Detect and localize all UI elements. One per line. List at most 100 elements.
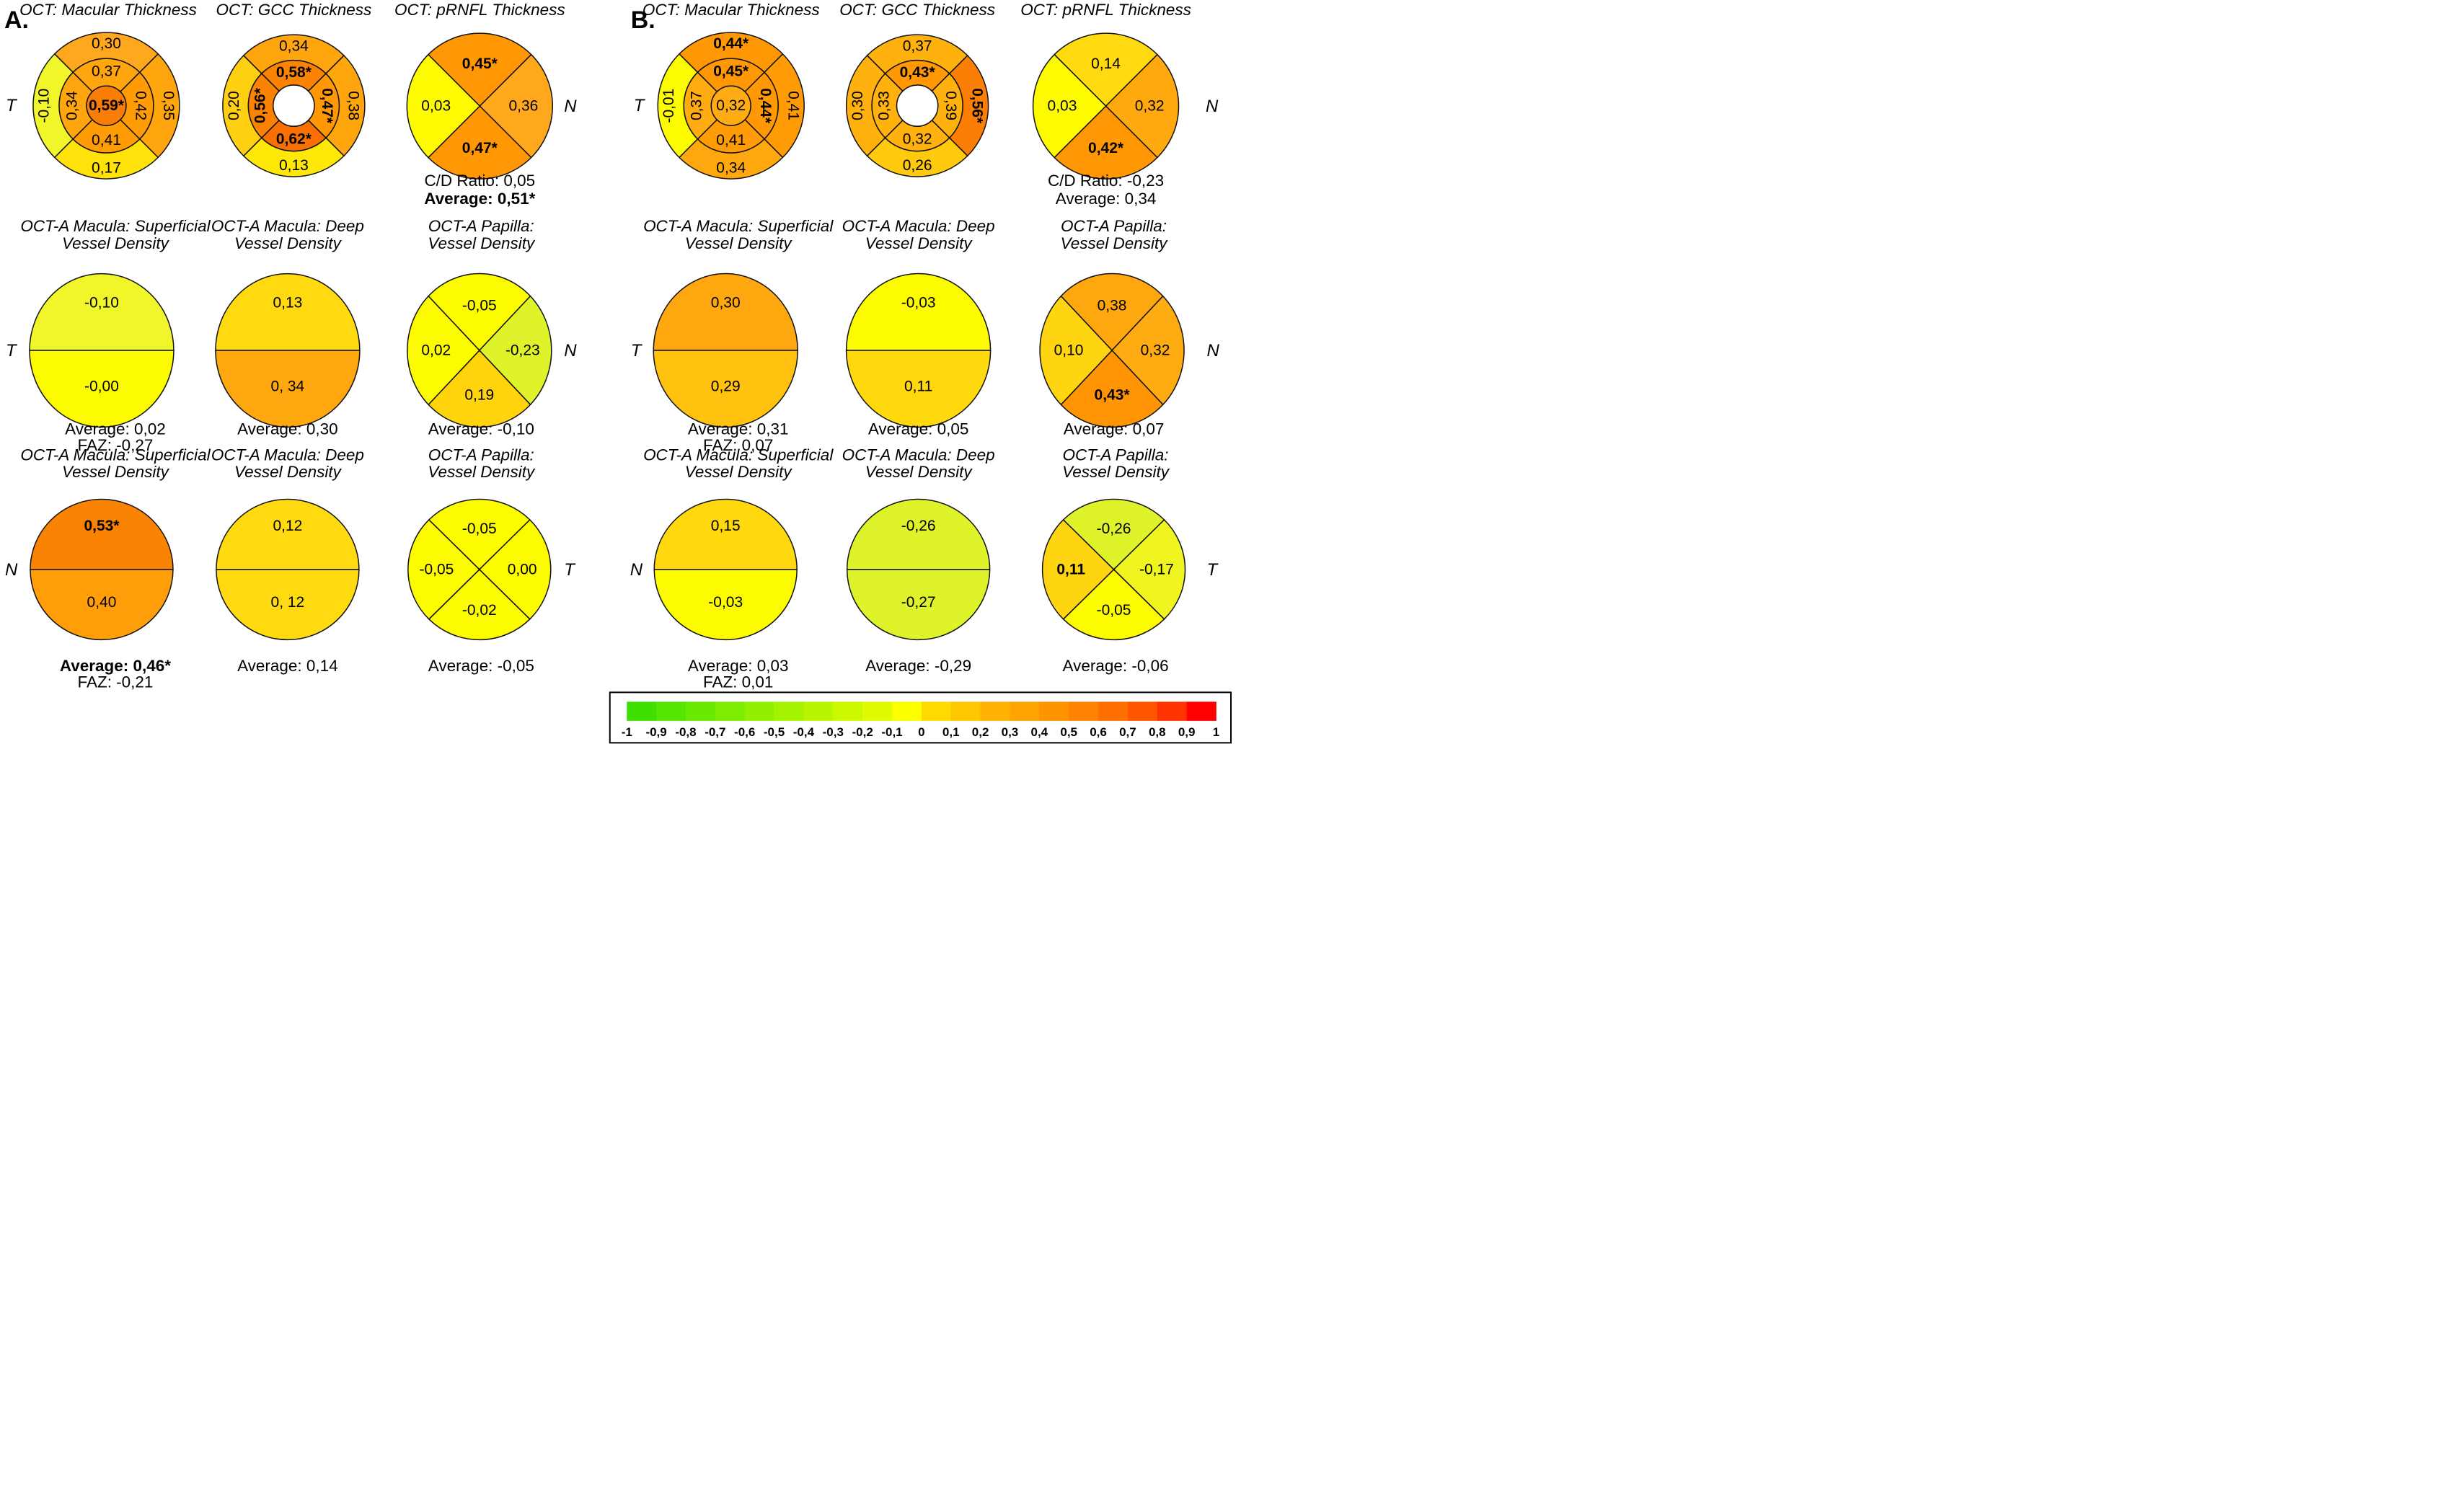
b-octa-papilla-vd-2-value-right: -0,17 [1139, 561, 1174, 577]
a-octa-papilla-vd-1-value-bottom: 0,19 [464, 386, 494, 403]
a-octa-macula-deep-vd-1-value-bottom: 0, 34 [271, 378, 305, 395]
b-oct-prnfl-thickness-sector-right [1105, 53, 1180, 159]
a-octa-papilla-vd-2-title-line1: OCT-A Papilla: [428, 446, 534, 464]
b-octa-macula-deep-vd-1-value-bottom: 0,11 [904, 378, 932, 395]
a-oct-prnfl-thickness-title-line1: OCT: pRNFL Thickness [394, 1, 565, 19]
a-octa-macula-deep-vd-1-title-line1: OCT-A Macula: Deep [211, 217, 364, 235]
b-oct-macular-thickness-value-outer-bottom: 0,34 [716, 159, 746, 176]
colorbar-tick-1: 1 [1213, 725, 1219, 739]
a-octa-macula-superficial-vd-2-value-top: 0,53* [84, 518, 120, 534]
colorbar-segment-4 [715, 701, 745, 721]
a-octa-macula-superficial-vd-1-sector-top [29, 273, 175, 351]
b-oct-macular-thickness-value-outer-right: 0,41 [785, 91, 801, 120]
b-oct-gcc-thickness-value-outer-bottom: 0,26 [903, 157, 932, 174]
b-octa-macula-deep-vd-1-sector-bottom [845, 350, 992, 428]
a-octa-papilla-vd-2-value-right: 0,00 [508, 561, 537, 577]
a-octa-macula-deep-vd-1-caption-1: Average: 0,30 [237, 420, 338, 438]
b-octa-macula-superficial-vd-1-title-line1: OCT-A Macula: Superficial [643, 217, 834, 235]
b-octa-papilla-vd-2-value-bottom: -0,05 [1097, 602, 1131, 619]
b-oct-gcc-thickness-value-inner-left: 0,33 [875, 91, 892, 120]
a-octa-macula-deep-vd-1-title-line2: Vessel Density [234, 234, 343, 252]
a-octa-papilla-vd-2-value-bottom: -0,02 [462, 602, 497, 619]
a-oct-macular-thickness-value-outer-bottom: 0,17 [92, 159, 121, 176]
b-octa-papilla-vd-2-sector-bottom [1062, 568, 1165, 641]
b-octa-macula-superficial-vd-2-sector-bottom [653, 569, 798, 641]
b-octa-macula-deep-vd-1-sector-top [845, 273, 992, 351]
b-octa-macula-superficial-vd-2-value-top: 0,15 [711, 518, 741, 534]
b-octa-papilla-vd-1-title-line1: OCT-A Papilla: [1061, 217, 1167, 235]
a-oct-gcc-thickness-value-inner-right: 0,47* [319, 88, 335, 124]
a-octa-macula-superficial-vd-1-sector-bottom [29, 350, 175, 428]
b-octa-macula-superficial-vd-2-orientation-label-left: N [630, 560, 643, 580]
a-octa-papilla-vd-2-orientation-label-right: T [564, 560, 576, 580]
a-octa-macula-superficial-vd-2-title-line1: OCT-A Macula: Superficial [20, 446, 211, 464]
b-oct-prnfl-thickness-sector-bottom [1054, 105, 1159, 180]
b-oct-macular-thickness-orientation-label-left: T [634, 96, 646, 115]
a-octa-papilla-vd-2-sector-top [428, 498, 531, 570]
colorbar-segment-9 [862, 701, 893, 721]
b-octa-macula-superficial-vd-2-sector-top [653, 498, 798, 570]
b-octa-papilla-vd-2-value-top: -0,26 [1097, 521, 1131, 537]
colorbar-tick-0,4: 0,4 [1031, 725, 1048, 739]
a-oct-gcc-thickness-center-hole [273, 84, 315, 127]
colorbar-tick--0,4: -0,4 [793, 725, 815, 739]
colorbar-segment-17 [1098, 701, 1129, 721]
a-oct-gcc-thickness-value-outer-right: 0,38 [345, 91, 362, 120]
colorbar-segment-14 [1010, 701, 1040, 721]
a-octa-macula-deep-vd-1-sector-top [215, 273, 361, 351]
b-octa-papilla-vd-2-sector-right [1113, 518, 1186, 620]
a-octa-papilla-vd-2-value-left: -0,05 [420, 561, 454, 577]
colorbar-tick-0,2: 0,2 [972, 725, 989, 739]
b-oct-prnfl-thickness-sector-top [1054, 32, 1159, 107]
b-octa-macula-superficial-vd-1-caption-1: Average: 0,31 [688, 420, 789, 438]
b-octa-papilla-vd-2-title-line1: OCT-A Papilla: [1063, 446, 1169, 464]
a-oct-prnfl-thickness-sector-top [427, 32, 532, 107]
colorbar-tick--0,2: -0,2 [852, 725, 873, 739]
a-octa-macula-superficial-vd-1-value-top: -0,10 [84, 294, 119, 311]
a-octa-macula-superficial-vd-2-title-line2: Vessel Density [62, 463, 170, 481]
b-oct-gcc-thickness-title-line1: OCT: GCC Thickness [839, 1, 995, 19]
b-octa-macula-superficial-vd-1-sector-top [653, 273, 798, 351]
b-oct-macular-thickness-title-line1: OCT: Macular Thickness [643, 1, 820, 19]
a-octa-macula-superficial-vd-1-orientation-label-left: T [6, 341, 18, 360]
a-oct-prnfl-thickness-sector-bottom [427, 105, 532, 180]
a-oct-prnfl-thickness-value-right: 0,36 [508, 98, 538, 115]
a-octa-papilla-vd-1-sector-right [478, 295, 552, 406]
colorbar-segment-10 [892, 701, 922, 721]
colorbar-tick-0,8: 0,8 [1149, 725, 1166, 739]
b-octa-papilla-vd-2-sector-top [1062, 498, 1165, 570]
a-oct-prnfl-thickness-value-top: 0,45* [462, 56, 498, 72]
colorbar-segment-11 [921, 701, 952, 721]
colorbar-segment-5 [744, 701, 774, 721]
a-octa-macula-superficial-vd-1-title-line2: Vessel Density [62, 234, 170, 252]
a-oct-macular-thickness-value-inner-left: 0,34 [63, 91, 80, 120]
a-octa-macula-deep-vd-2-value-bottom: 0, 12 [271, 594, 305, 611]
a-oct-gcc-thickness-value-outer-bottom: 0,13 [279, 157, 309, 174]
colorbar-segment-6 [774, 701, 804, 721]
b-octa-macula-superficial-vd-1-orientation-label-left: T [631, 341, 643, 360]
a-octa-macula-superficial-vd-1-title-line1: OCT-A Macula: Superficial [20, 217, 211, 235]
b-octa-papilla-vd-1-value-top: 0,38 [1098, 298, 1127, 314]
a-oct-macular-thickness-value-inner-top: 0,37 [92, 63, 121, 79]
a-octa-macula-deep-vd-1-value-top: 0,13 [273, 294, 302, 311]
b-octa-papilla-vd-2-value-left: 0,11 [1056, 561, 1085, 577]
b-octa-macula-superficial-vd-2-title-line1: OCT-A Macula: Superficial [643, 446, 834, 464]
a-octa-papilla-vd-1-sector-left [407, 295, 480, 406]
colorbar-segment-19 [1157, 701, 1187, 721]
a-octa-macula-superficial-vd-2-sector-bottom [30, 569, 174, 641]
colorbar-segment-2 [656, 701, 686, 721]
a-octa-papilla-vd-2-title-line2: Vessel Density [428, 463, 536, 481]
b-oct-gcc-thickness-value-inner-right: 0,39 [942, 91, 959, 120]
a-octa-papilla-vd-1-caption-1: Average: -0,10 [428, 420, 534, 438]
a-octa-papilla-vd-2-sector-right [478, 518, 552, 620]
b-octa-papilla-vd-2-orientation-label-right: T [1207, 560, 1219, 580]
a-octa-papilla-vd-1-sector-bottom [428, 349, 531, 428]
a-octa-macula-superficial-vd-2-sector-top [30, 498, 174, 570]
